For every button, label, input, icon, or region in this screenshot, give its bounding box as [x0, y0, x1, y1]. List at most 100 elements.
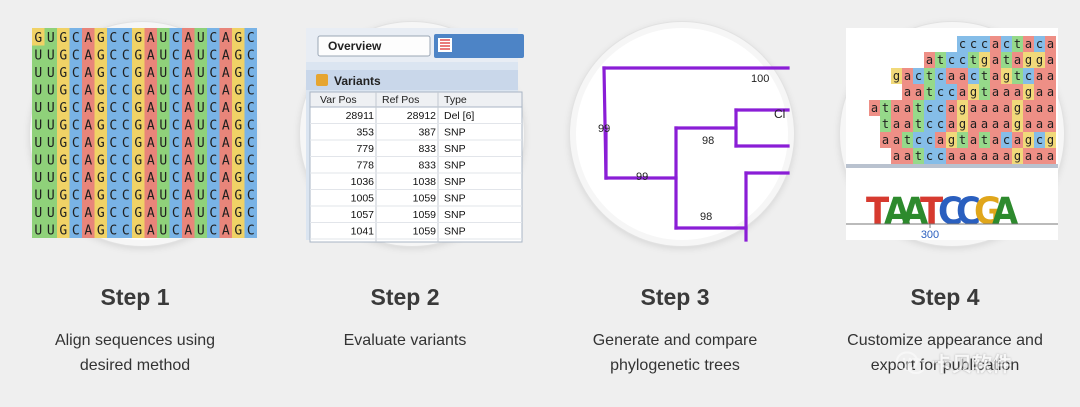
nucleotide-letter: g [1014, 149, 1021, 163]
nucleotide-letter: C [72, 224, 80, 239]
nucleotide-cell [1001, 100, 1012, 116]
nucleotide-letter: a [904, 149, 911, 163]
nucleotide-letter: U [159, 49, 167, 64]
nucleotide-cell [1012, 132, 1023, 148]
nucleotide-letter: C [72, 66, 80, 81]
nucleotide-cell [44, 115, 57, 133]
nucleotide-cell [194, 63, 207, 81]
nucleotide-letter: a [904, 85, 911, 99]
nucleotide-letter: C [247, 101, 255, 116]
nucleotide-cell [182, 168, 195, 186]
nucleotide-letter: U [159, 31, 167, 46]
nucleotide-letter: G [59, 154, 67, 169]
nucleotide-cell [924, 68, 935, 84]
nucleotide-cell [119, 45, 132, 63]
nucleotide-letter: A [184, 224, 192, 239]
nucleotide-letter: c [1003, 133, 1010, 147]
nucleotide-cell [194, 133, 207, 151]
nucleotide-letter: G [97, 31, 105, 46]
nucleotide-letter: C [109, 154, 117, 169]
nucleotide-cell [232, 133, 245, 151]
nucleotide-letter: a [1025, 37, 1032, 51]
nucleotide-letter: t [882, 101, 889, 115]
logo-letter: C [938, 190, 963, 233]
variants-icon [316, 74, 328, 86]
nucleotide-cell [1012, 68, 1023, 84]
cell-var-pos: 353 [356, 127, 374, 139]
nucleotide-letter: C [247, 31, 255, 46]
nucleotide-letter: A [147, 136, 155, 151]
nucleotide-letter: C [72, 84, 80, 99]
nucleotide-cell [979, 52, 990, 68]
nucleotide-letter: U [34, 101, 42, 116]
nucleotide-letter: a [959, 85, 966, 99]
nucleotide-cell [979, 84, 990, 100]
nucleotide-cell [1045, 36, 1056, 52]
nucleotide-cell [169, 185, 182, 203]
nucleotide-letter: G [234, 66, 242, 81]
nucleotide-cell [69, 28, 82, 46]
nucleotide-cell [132, 28, 145, 46]
nucleotide-cell [207, 168, 220, 186]
nucleotide-letter: g [1025, 85, 1032, 99]
nucleotide-letter: C [122, 154, 130, 169]
nucleotide-cell [44, 28, 57, 46]
nucleotide-cell [194, 45, 207, 63]
nucleotide-cell [32, 133, 45, 151]
nucleotide-cell [57, 220, 70, 238]
nucleotide-letter: a [1014, 133, 1021, 147]
nucleotide-cell [119, 185, 132, 203]
nucleotide-letter: A [222, 136, 230, 151]
nucleotide-letter: G [59, 224, 67, 239]
cell-type: SNP [444, 143, 466, 155]
cell-ref-pos: 1059 [413, 193, 437, 205]
nucleotide-letter: U [47, 66, 55, 81]
nucleotide-cell [119, 98, 132, 116]
nucleotide-cell [182, 63, 195, 81]
nucleotide-cell [924, 100, 935, 116]
nucleotide-cell [57, 98, 70, 116]
nucleotide-letter: a [904, 101, 911, 115]
nucleotide-cell [207, 203, 220, 221]
nucleotide-letter: C [122, 84, 130, 99]
nucleotide-letter: G [134, 171, 142, 186]
nucleotide-cell [82, 28, 95, 46]
nucleotide-letter: U [34, 66, 42, 81]
cell-type: SNP [444, 193, 466, 205]
nucleotide-cell [990, 68, 1001, 84]
nucleotide-cell [32, 203, 45, 221]
nucleotide-letter: a [1025, 117, 1032, 131]
nucleotide-cell [157, 168, 170, 186]
nucleotide-cell [57, 115, 70, 133]
nucleotide-letter: t [904, 133, 911, 147]
nucleotide-cell [194, 185, 207, 203]
logo-letter: A [884, 190, 911, 233]
cell-ref-pos: 1038 [413, 176, 437, 188]
nucleotide-cell [891, 148, 902, 164]
nucleotide-cell [57, 133, 70, 151]
nucleotide-cell [144, 80, 157, 98]
nucleotide-letter: U [47, 171, 55, 186]
nucleotide-cell [69, 63, 82, 81]
nucleotide-letter: A [222, 31, 230, 46]
nucleotide-letter: U [47, 101, 55, 116]
nucleotide-letter: a [893, 117, 900, 131]
nucleotide-letter: U [47, 136, 55, 151]
nucleotide-letter: G [97, 84, 105, 99]
nucleotide-cell [924, 52, 935, 68]
nucleotide-letter: G [97, 206, 105, 221]
nucleotide-cell [132, 63, 145, 81]
cell-var-pos: 1041 [351, 226, 375, 238]
nucleotide-letter: c [1003, 37, 1010, 51]
nucleotide-cell [1012, 36, 1023, 52]
nucleotide-letter: G [234, 119, 242, 134]
nucleotide-letter: G [234, 206, 242, 221]
nucleotide-cell [244, 168, 257, 186]
nucleotide-letter: a [992, 133, 999, 147]
nucleotide-letter: G [59, 171, 67, 186]
nucleotide-cell [144, 98, 157, 116]
nucleotide-cell [44, 185, 57, 203]
